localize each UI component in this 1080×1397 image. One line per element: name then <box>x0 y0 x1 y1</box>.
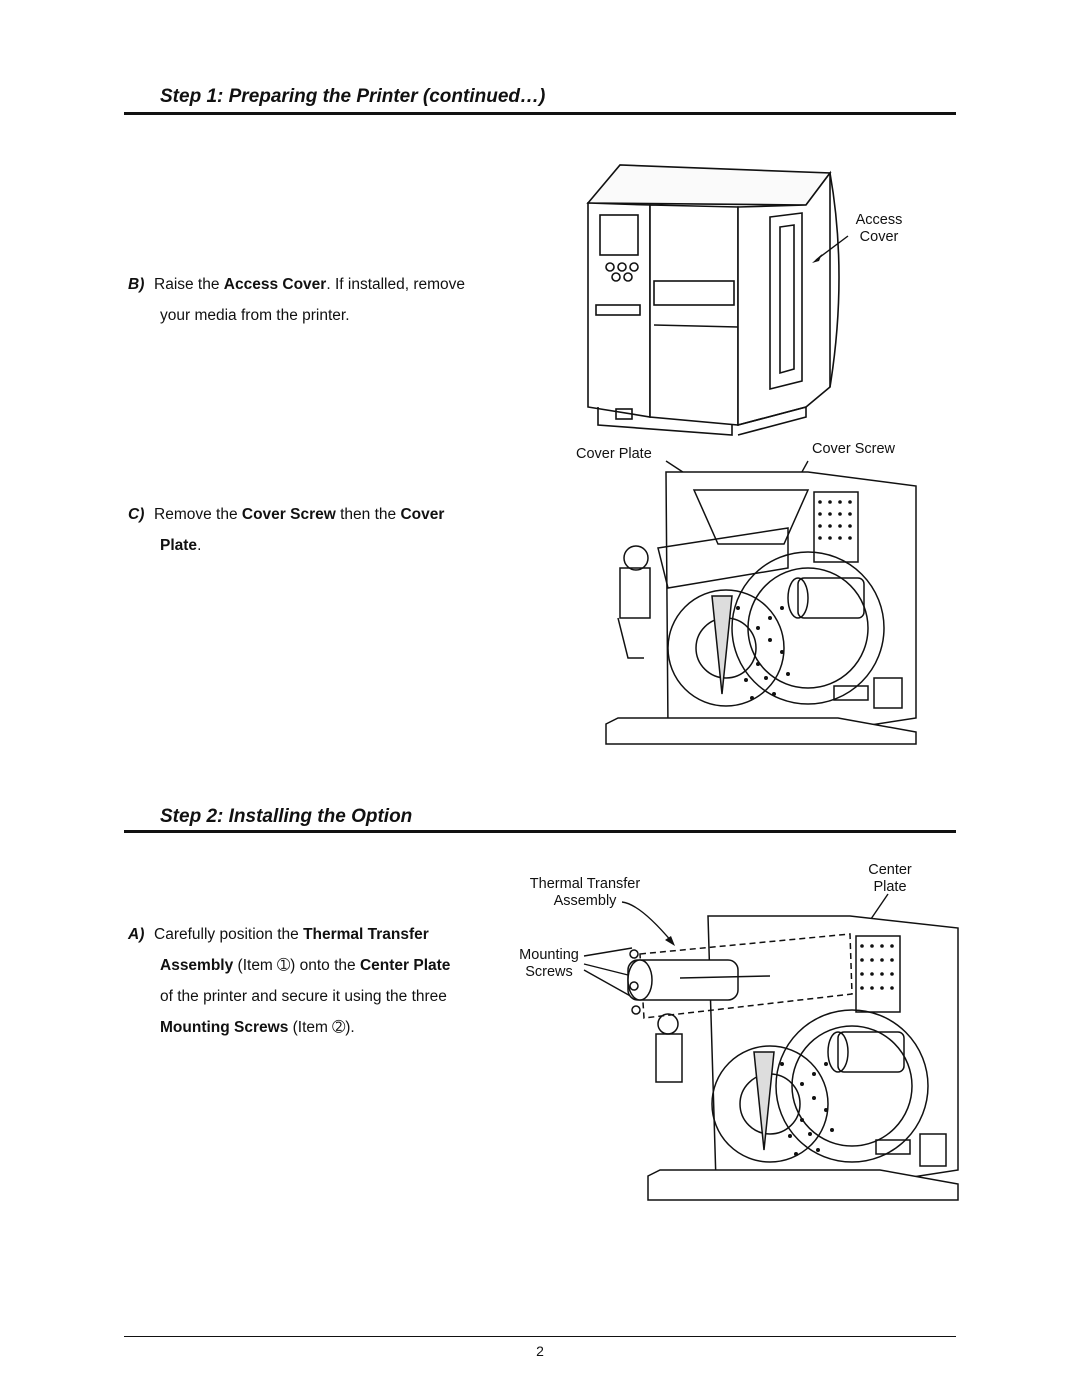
step-c-paragraph: C)Remove the Cover Screw then the Cover … <box>128 499 528 561</box>
printer-illustration <box>586 164 840 436</box>
printer-interior-illustration <box>605 471 917 745</box>
item-2-marker: ➁ <box>332 1019 346 1036</box>
mounting-screws-label: Mounting Screws <box>519 947 579 980</box>
step-a-paragraph: A)Carefully position the Thermal Transfe… <box>128 919 528 1043</box>
step-c-letter: C) <box>128 506 145 523</box>
step2-heading: Step 2: Installing the Option <box>160 806 413 827</box>
step-b-letter: B) <box>128 276 145 293</box>
center-plate-label: Center Plate <box>868 862 912 895</box>
step-a-letter: A) <box>128 926 145 943</box>
cover-screw-label: Cover Screw <box>812 441 895 457</box>
assembly-mounting-illustration <box>627 915 959 1201</box>
step1-heading-rule <box>124 112 956 115</box>
item-1-marker: ➀ <box>277 957 291 974</box>
step2-heading-rule <box>124 830 956 833</box>
cover-plate-label: Cover Plate <box>576 446 652 462</box>
step1-heading: Step 1: Preparing the Printer (continued… <box>160 86 546 107</box>
access-cover-label: Access Cover <box>855 212 903 245</box>
page-number: 2 <box>536 1343 544 1359</box>
thermal-transfer-assembly-label: Thermal Transfer Assembly <box>529 876 641 909</box>
footer-rule <box>124 1336 956 1337</box>
step-b-paragraph: B)Raise the Access Cover. If installed, … <box>128 269 528 331</box>
access-cover-arrow <box>812 235 849 263</box>
